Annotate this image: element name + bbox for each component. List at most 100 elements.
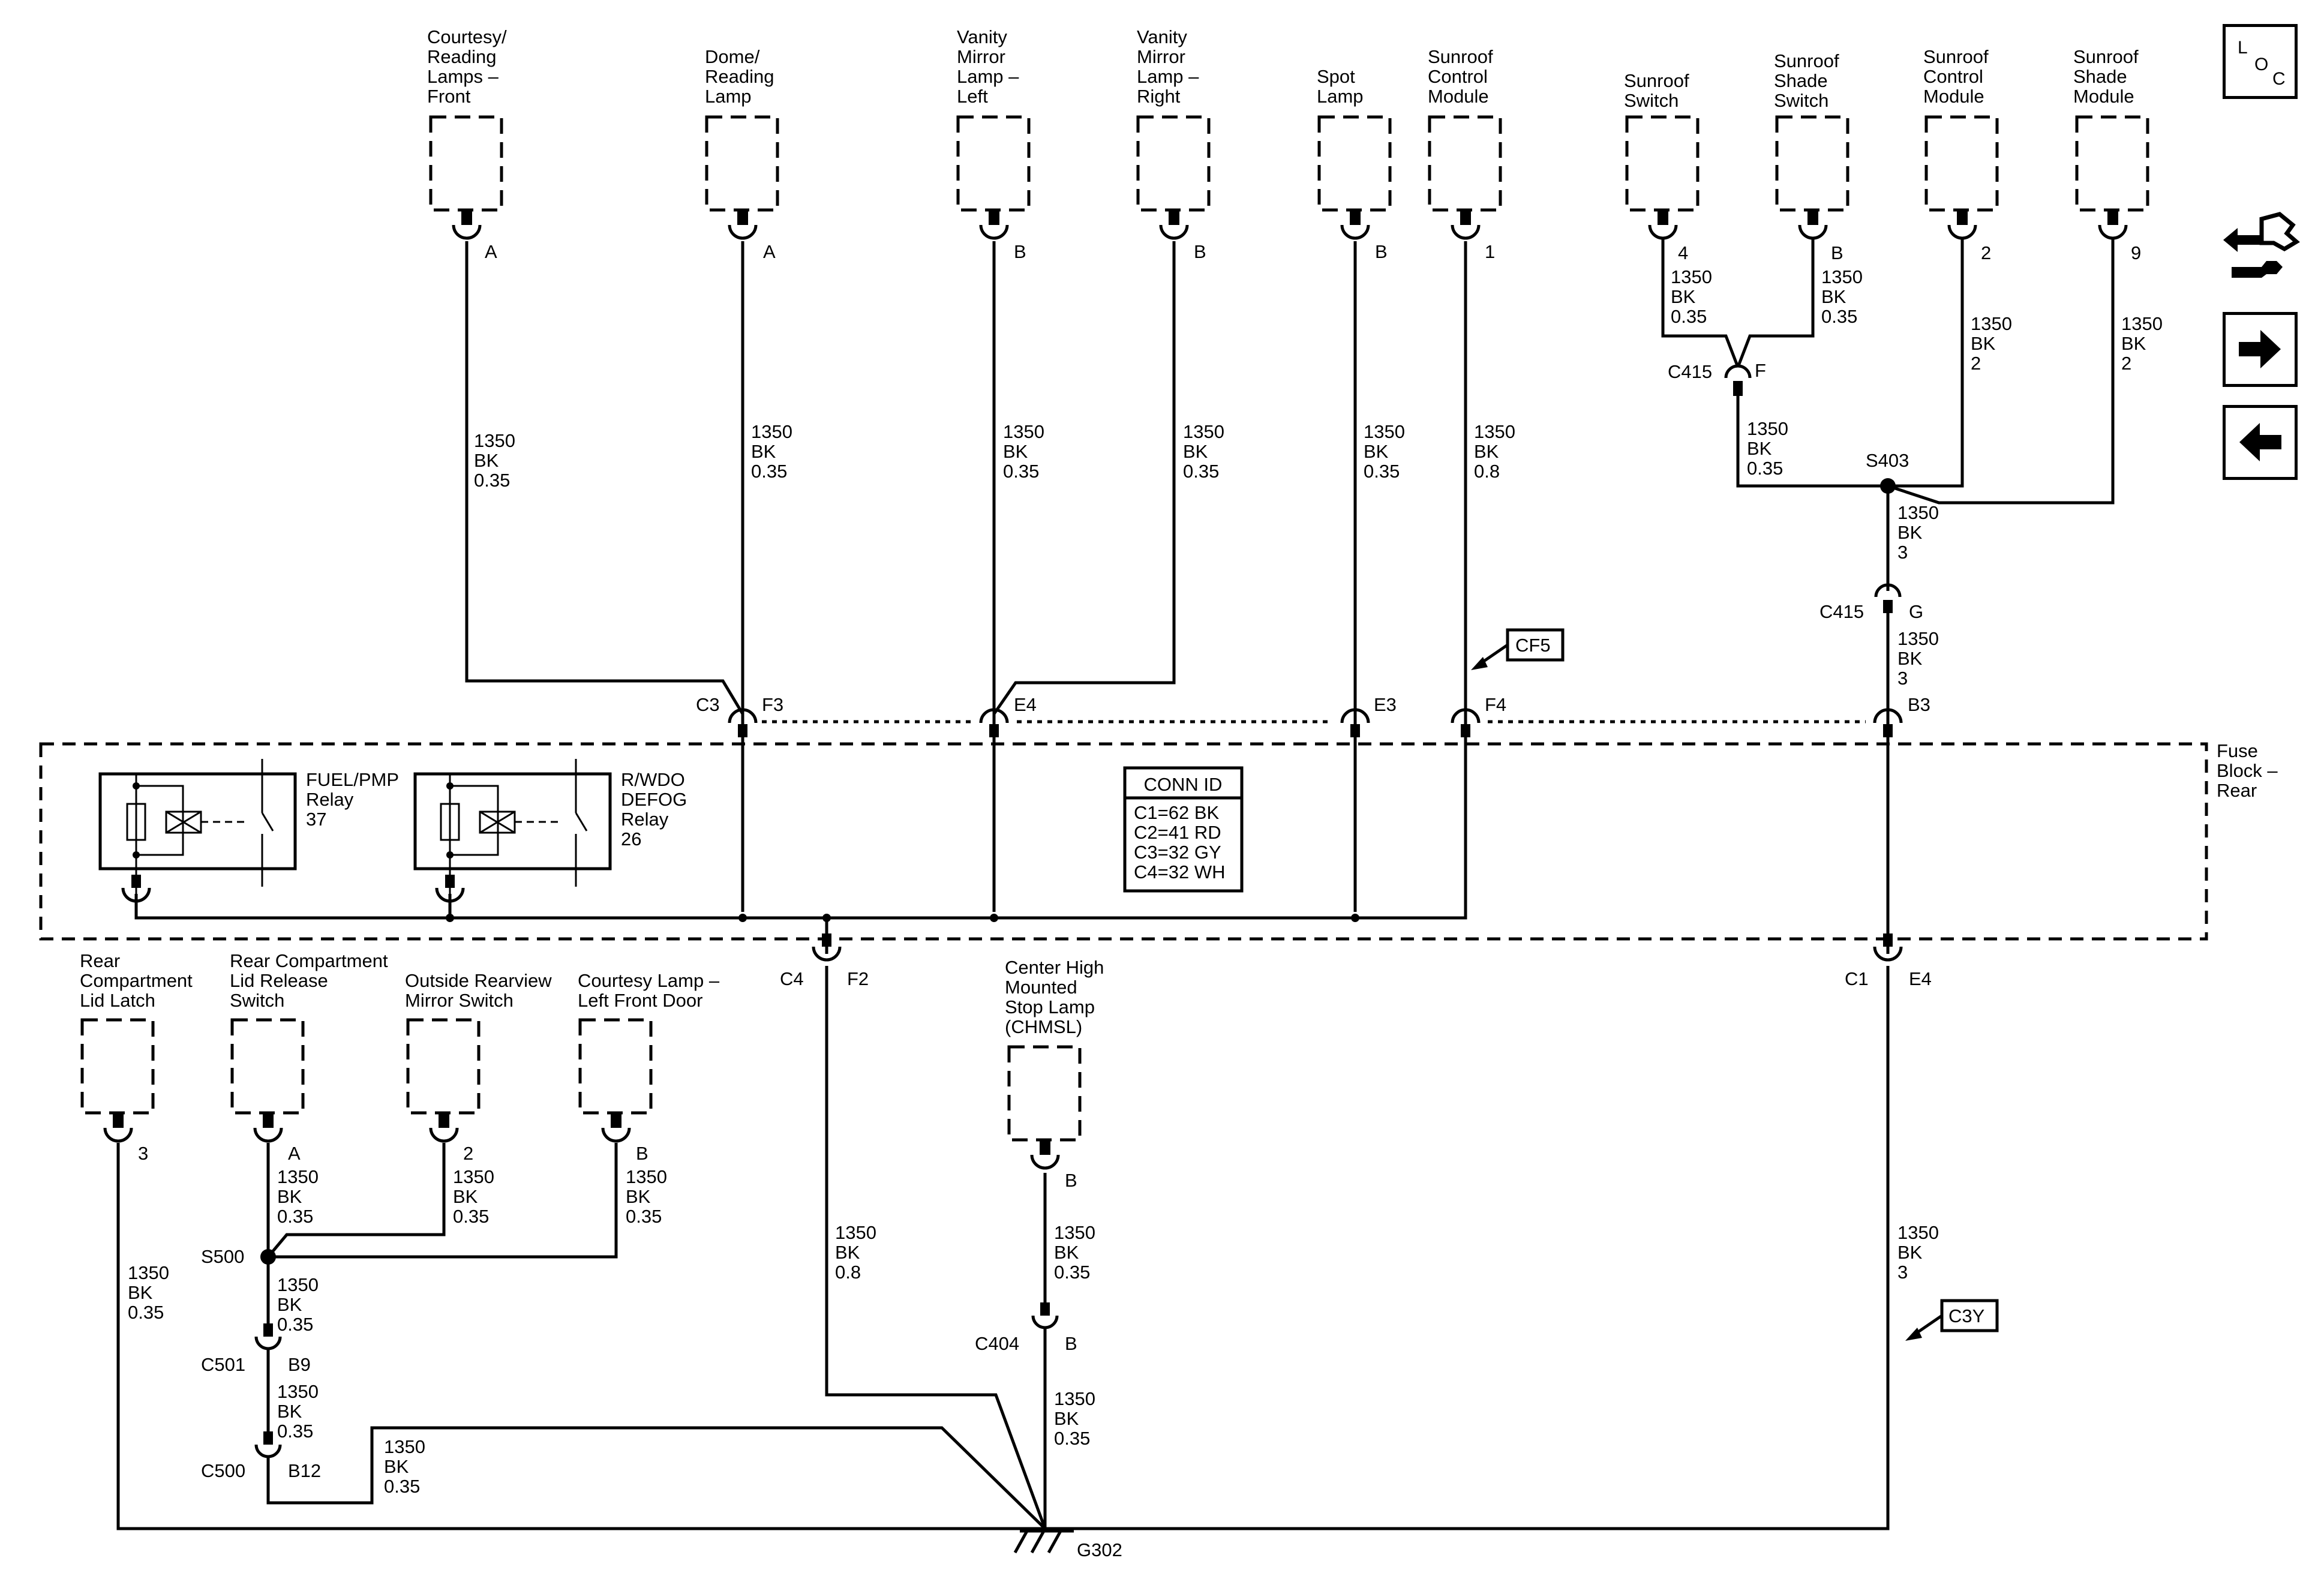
component-label-lid-latch: Rear Compartment Lid Latch xyxy=(80,950,197,1011)
connector-label-c415-bottom: C415 xyxy=(1819,601,1864,622)
fuse-block-rear-outline xyxy=(39,742,2208,941)
fuse-pin-e3: E3 xyxy=(1374,694,1397,715)
wire-sunroof-control-module-2 xyxy=(1888,237,1964,488)
pin-label: B xyxy=(1375,241,1388,262)
cf5-label: CF5 xyxy=(1515,635,1551,656)
conn-id-rows: C1=62 BK C2=41 RD C3=32 GY C4=32 WH xyxy=(1134,802,1226,882)
wire-sunroof-switch xyxy=(1661,237,1740,368)
component-label-vanity-left: Vanity Mirror Lamp – Left xyxy=(957,26,1024,107)
component-label-sunroof-shade-module: Sunroof Shade Module xyxy=(2073,46,2143,107)
wire-mirror-switch xyxy=(267,1143,446,1258)
wire-c415-to-s403 xyxy=(1736,396,1888,488)
bus-junctions xyxy=(446,914,1359,922)
locator-letter-o: O xyxy=(2254,55,2269,74)
conn-id-table xyxy=(1123,766,1244,893)
wire-f2-to-g302 xyxy=(825,966,1047,1529)
wire-sunroof-shade-switch xyxy=(1736,237,1815,368)
wire-courtesy-reading-front xyxy=(465,241,744,715)
component-label-sunroof-shade-switch: Sunroof Shade Switch xyxy=(1774,50,1844,111)
locator-letter-c: C xyxy=(2272,69,2286,89)
fuse-pin-e4: E4 xyxy=(1014,694,1037,715)
component-label-courtesy-left-door: Courtesy Lamp – Left Front Door xyxy=(578,970,725,1011)
pin-label: B xyxy=(1831,242,1843,263)
wire-c500-to-g302 xyxy=(266,1426,1046,1530)
inline-connectors xyxy=(121,364,1903,1458)
component-label-sunroof-control-module-1: Sunroof Control Module xyxy=(1428,46,1498,107)
pin-label: A xyxy=(485,241,497,262)
ground-label-g302: G302 xyxy=(1077,1539,1122,1560)
connector-label-c501: C501 xyxy=(201,1354,245,1375)
service-tools-icon[interactable] xyxy=(2220,207,2304,285)
pin-label: 1 xyxy=(1485,241,1495,262)
connector-pin-c415-f: F xyxy=(1755,360,1766,381)
next-page-button[interactable] xyxy=(2223,312,2298,387)
pin-label: 3 xyxy=(138,1143,148,1164)
connector-pin-c415-g: G xyxy=(1909,601,1923,622)
connector-pin-c501-b9: B9 xyxy=(288,1354,311,1375)
wire-fuse-block-bus xyxy=(134,894,1467,920)
component-pins xyxy=(103,210,2128,1170)
connector-label-c404: C404 xyxy=(975,1333,1019,1354)
component-label-lid-release-switch: Rear Compartment Lid Release Switch xyxy=(230,950,393,1011)
pin-label: 2 xyxy=(1981,242,1991,263)
pin-label: A xyxy=(288,1143,301,1164)
wire-e4-to-ground xyxy=(1045,966,1890,1530)
fuse-pin-c1: C1 xyxy=(1845,968,1869,989)
wire-vanity-right xyxy=(992,241,1176,715)
arrow-right-icon xyxy=(2239,330,2281,368)
fuse-pin-f3: F3 xyxy=(762,694,783,715)
fuse-pin-c3: C3 xyxy=(696,694,720,715)
fuse-block-name: Fuse Block – Rear xyxy=(2217,740,2283,801)
pin-label: B xyxy=(1065,1170,1077,1191)
locator-letter-l: L xyxy=(2238,38,2248,58)
previous-page-button[interactable] xyxy=(2223,405,2298,480)
wires xyxy=(116,237,2115,1530)
pin-label: 4 xyxy=(1678,242,1688,263)
wire-courtesy-left-door xyxy=(268,1143,618,1259)
locator-button[interactable]: L O C xyxy=(2223,24,2298,99)
connector-pin-c404-b: B xyxy=(1065,1333,1077,1354)
fuse-pin-e4-bottom: E4 xyxy=(1909,968,1932,989)
component-label-dome-reading: Dome/ Reading Lamp xyxy=(705,46,779,107)
pin-label: B xyxy=(1014,241,1026,262)
pin-label: A xyxy=(763,241,776,262)
wire-lid-latch xyxy=(116,1143,1045,1530)
component-label-chmsl: Center High Mounted Stop Lamp (CHMSL) xyxy=(1005,957,1109,1037)
splice-label-s500: S500 xyxy=(201,1246,244,1267)
pin-label: 9 xyxy=(2131,242,2141,263)
fuse-pin-c4: C4 xyxy=(780,968,804,989)
fuse-pin-f2: F2 xyxy=(847,968,869,989)
pin-label: B xyxy=(1194,241,1206,262)
fuse-pin-f4: F4 xyxy=(1485,694,1506,715)
fuse-pin-b3: B3 xyxy=(1908,694,1930,715)
component-label-courtesy-reading-front: Courtesy/ Reading Lamps – Front xyxy=(427,26,512,107)
pin-label: 2 xyxy=(463,1143,473,1164)
component-label-vanity-right: Vanity Mirror Lamp – Right xyxy=(1137,26,1204,107)
connector-pin-c500-b12: B12 xyxy=(288,1460,321,1481)
connector-label-c500: C500 xyxy=(201,1460,245,1481)
relay-label-fuel-pump: FUEL/PMP Relay 37 xyxy=(306,769,404,830)
conn-id-title: CONN ID xyxy=(1144,774,1223,795)
cf5-callout xyxy=(1471,628,1565,670)
splice-label-s403: S403 xyxy=(1866,450,1909,471)
